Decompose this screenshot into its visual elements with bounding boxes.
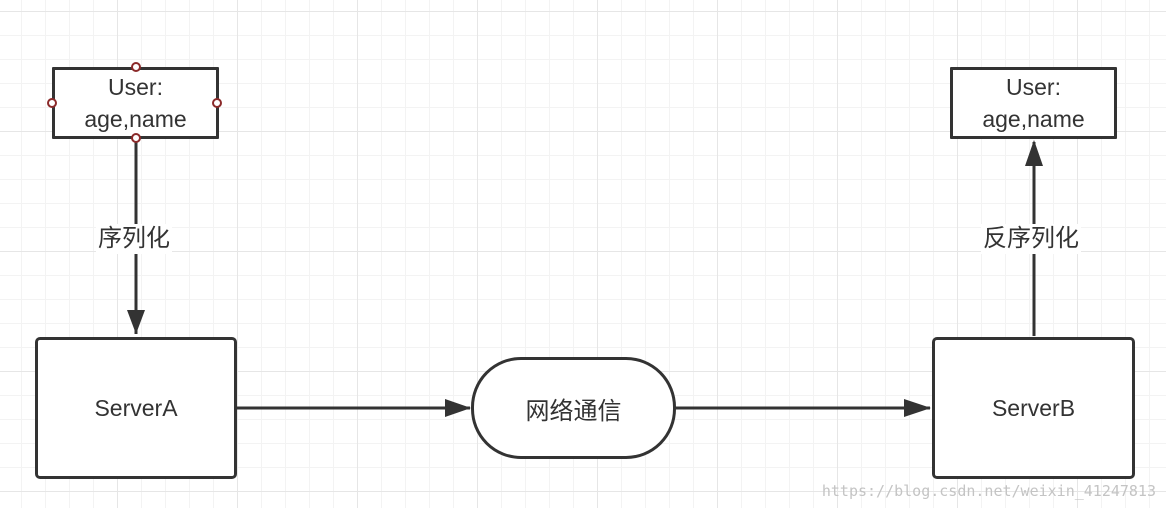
resize-handle-top[interactable] xyxy=(131,62,141,72)
server-a-node[interactable]: ServerA xyxy=(35,337,237,479)
watermark-text: https://blog.csdn.net/weixin_41247813 xyxy=(821,482,1156,500)
user-right-node[interactable]: User: age,name xyxy=(950,67,1117,139)
resize-handle-left[interactable] xyxy=(47,98,57,108)
network-node[interactable]: 网络通信 xyxy=(471,357,676,459)
network-label: 网络通信 xyxy=(525,397,622,425)
user-left-line2: age,name xyxy=(84,106,187,132)
servera-to-network-arrowhead xyxy=(445,399,471,417)
user-right-line1: User: xyxy=(1006,74,1061,100)
server-a-label: ServerA xyxy=(94,394,178,421)
network-to-serverb-arrowhead xyxy=(904,399,931,417)
user-left-line1: User: xyxy=(108,74,163,100)
user-right-line2: age,name xyxy=(982,106,1085,132)
user-left-node[interactable]: User: age,name xyxy=(52,67,219,139)
deserialize-arrowhead xyxy=(1025,140,1043,166)
serialize-arrowhead xyxy=(127,310,145,334)
resize-handle-bottom[interactable] xyxy=(131,133,141,143)
resize-handle-right[interactable] xyxy=(212,98,222,108)
server-b-label: ServerB xyxy=(991,394,1076,421)
deserialize-label: 反序列化 xyxy=(981,224,1081,254)
server-b-node[interactable]: ServerB xyxy=(932,337,1135,479)
serialize-label: 序列化 xyxy=(96,224,172,254)
